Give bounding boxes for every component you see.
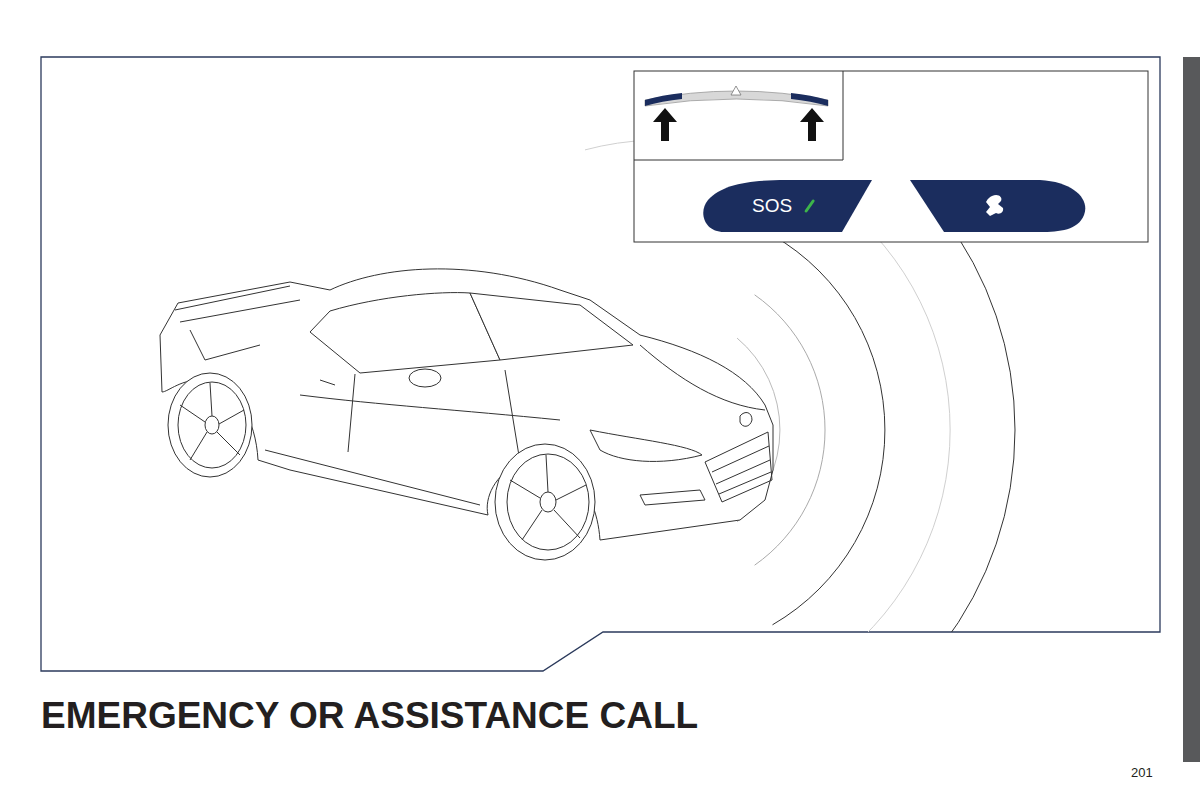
car-headlight: [590, 430, 702, 461]
front-rim: [507, 454, 589, 550]
page-number: 201: [1131, 766, 1153, 780]
car-drawing: [160, 269, 773, 560]
rear-hub: [205, 416, 219, 434]
front-spokes: [510, 455, 586, 540]
button-fill: [703, 180, 872, 232]
rear-tyre: [168, 373, 252, 477]
rear-rim: [178, 382, 246, 468]
console-button: [791, 93, 828, 106]
button-label: SOS: [752, 196, 792, 217]
pointer-arrow: [653, 108, 677, 141]
car-spoiler: [175, 286, 300, 360]
car-grille: [705, 432, 772, 502]
car-handle: [320, 380, 335, 385]
lion-icon: [986, 195, 1003, 216]
car-mirror: [409, 369, 441, 387]
sos-button: SOS: [700, 180, 872, 232]
car-body: [160, 269, 773, 540]
inset-box: [634, 71, 1148, 242]
front-hub: [540, 492, 556, 512]
car-foglight: [640, 490, 705, 505]
hazard-symbol: [731, 86, 741, 95]
front-tyre: [495, 444, 595, 560]
console-button: [645, 93, 682, 106]
rear-spokes: [180, 383, 244, 460]
phone-symbol: [806, 201, 813, 211]
car-hood-line: [640, 345, 765, 410]
side-tab: [1183, 57, 1200, 762]
car-windshield: [470, 293, 633, 360]
assistance-button: [910, 180, 1085, 232]
car-logo: [740, 413, 752, 427]
page-title: EMERGENCY OR ASSISTANCE CALL: [41, 696, 698, 737]
frame-outline: [41, 57, 1160, 671]
signal-arc: [773, 235, 885, 625]
inset-subbox: [634, 71, 843, 160]
car-side-window: [310, 293, 500, 373]
pointer-arrow: [800, 108, 824, 141]
